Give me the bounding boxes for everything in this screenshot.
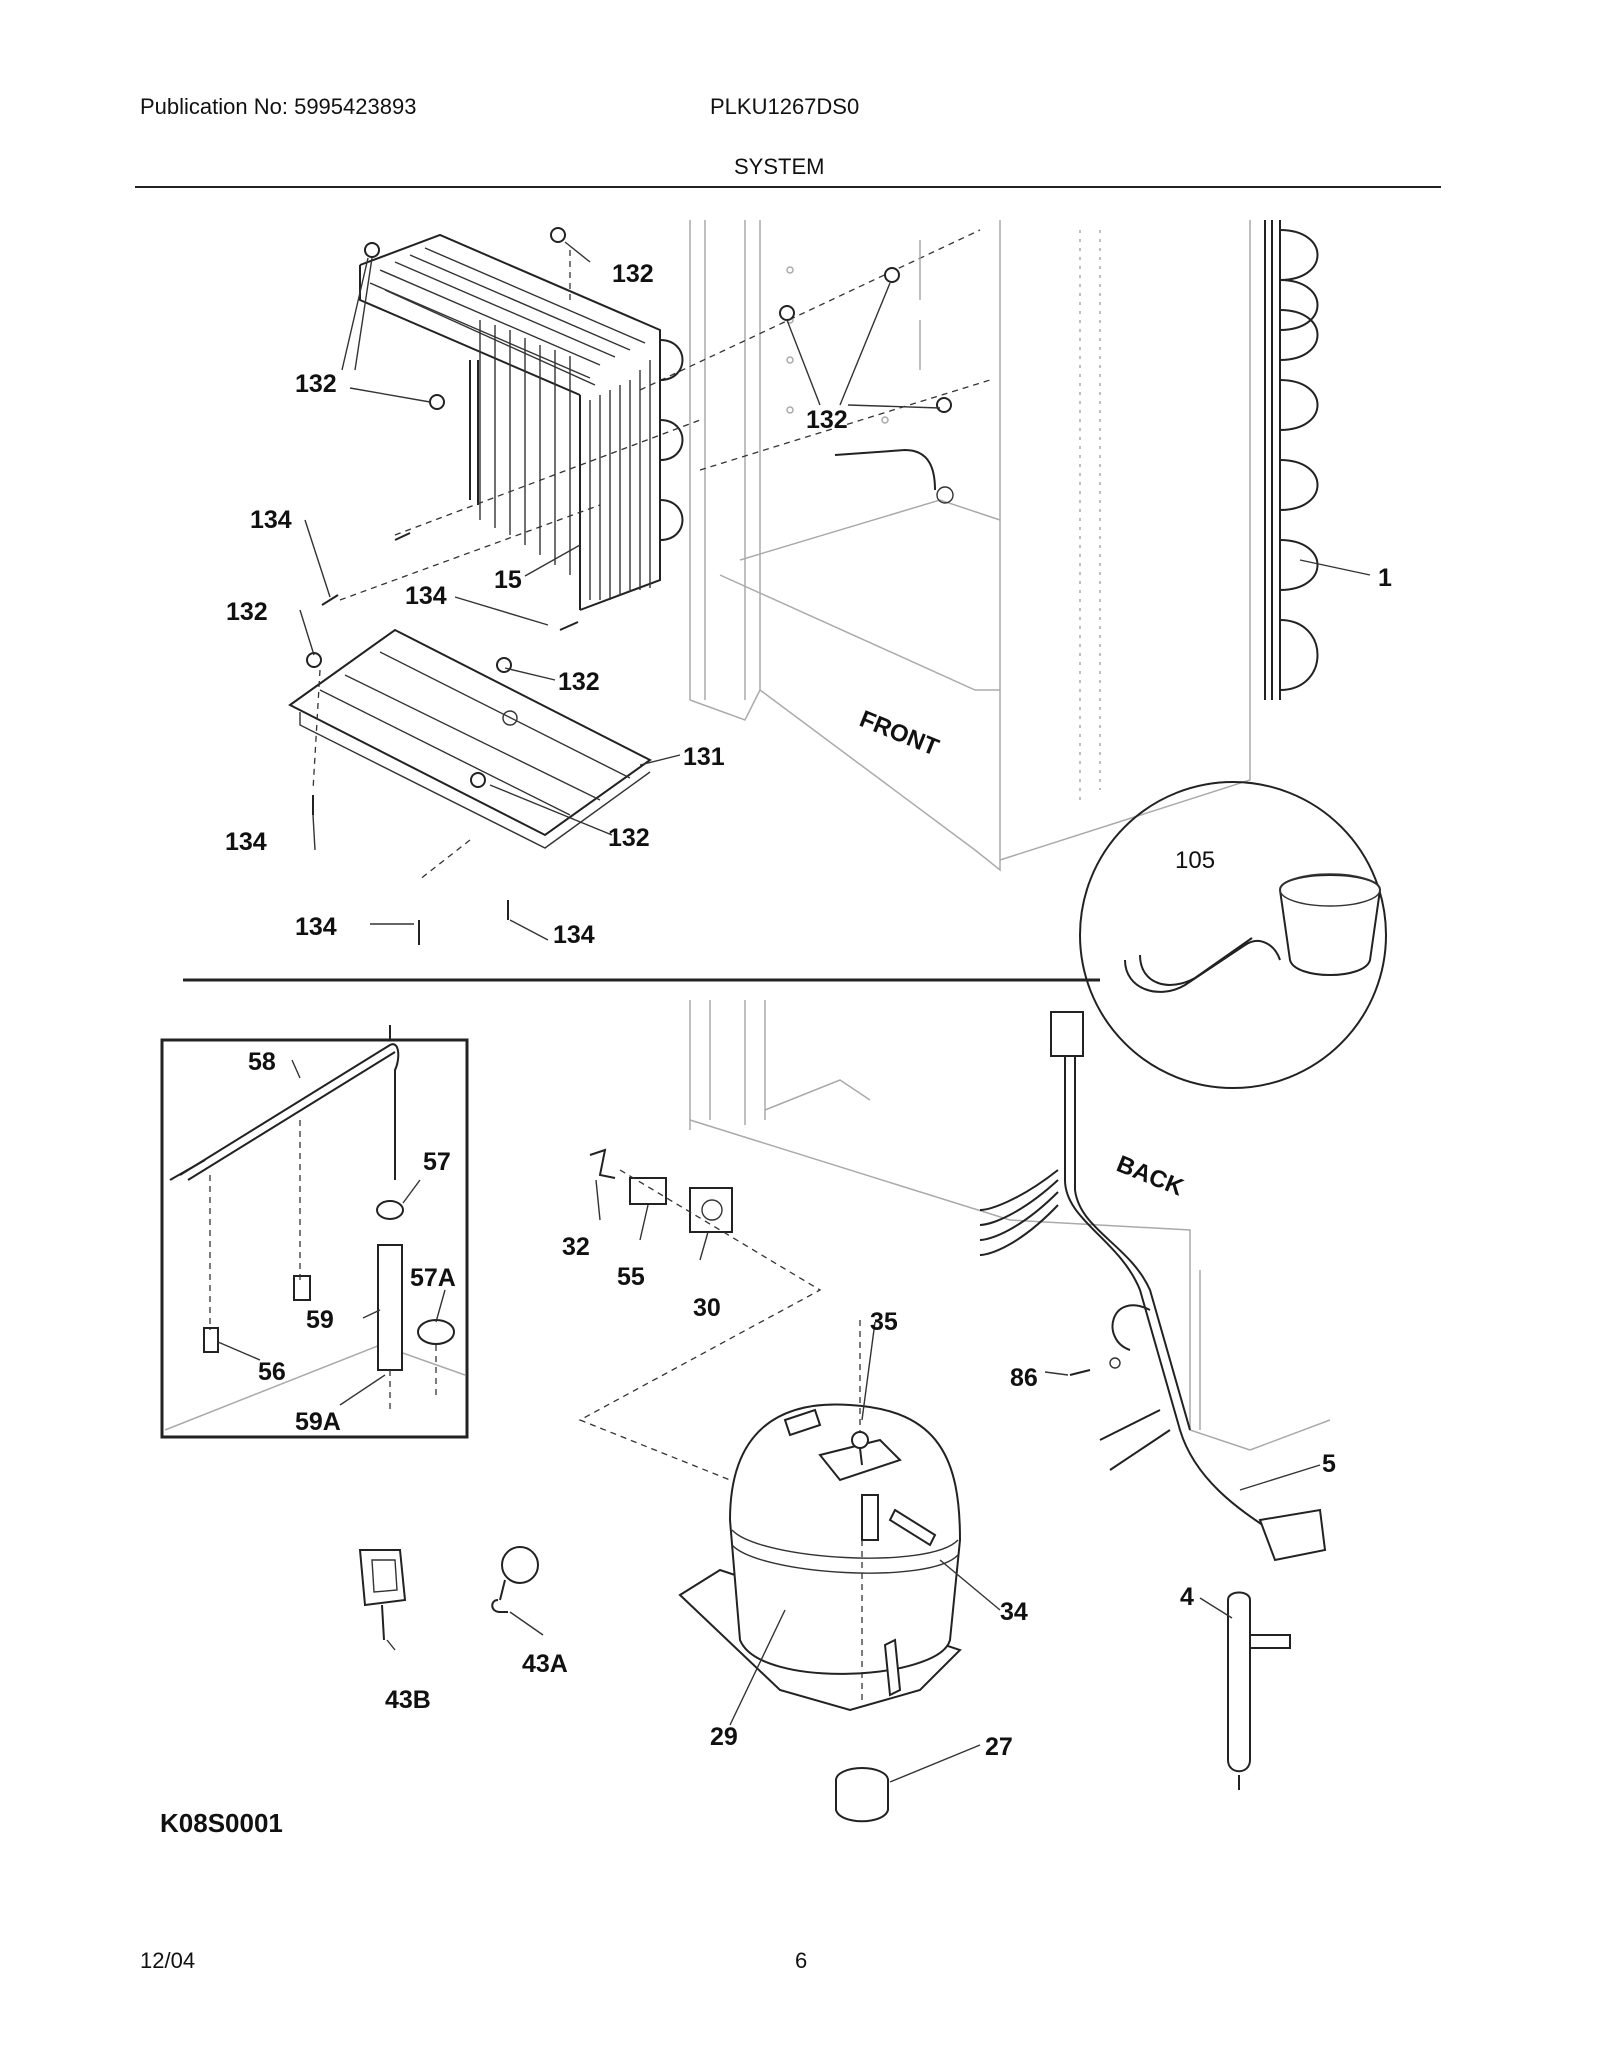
callout-15: 15: [494, 566, 522, 594]
section-title: SYSTEM: [734, 154, 825, 179]
back-marker: BACK: [1113, 1151, 1188, 1202]
header-rule: [135, 186, 1441, 188]
callout-35: 35: [870, 1308, 898, 1336]
drier-part: [1199, 1591, 1291, 1790]
callout-58: 58: [248, 1048, 276, 1076]
figure-code: K08S0001: [160, 1808, 283, 1838]
screw-134: [312, 532, 579, 945]
callout-134: 134: [553, 921, 595, 949]
callout-59: 59: [306, 1306, 334, 1334]
callout-4: 4: [1180, 1583, 1194, 1611]
condenser-coil-part: [1264, 220, 1319, 700]
relay-overload-parts: [578, 1148, 881, 1541]
top-leader-lines: [299, 241, 1371, 941]
cabinet-back: [689, 1000, 1331, 1451]
drain-pan-detail-circle: [1079, 781, 1387, 1089]
model-number: PLKU1267DS0: [710, 94, 860, 119]
evaporator-cover-plate-part: [288, 628, 652, 849]
publication-number: Publication No: 5995423893: [140, 94, 417, 119]
callout-132: 132: [226, 598, 268, 626]
callout-134: 134: [250, 506, 292, 534]
power-cord-part: [979, 1011, 1327, 1562]
callout-5: 5: [1322, 1450, 1336, 1478]
callout-43a: 43A: [522, 1650, 568, 1678]
screws-retainers: [306, 227, 954, 945]
evaporator-part: [359, 233, 684, 611]
retainer-132: [306, 227, 952, 788]
callout-56: 56: [258, 1358, 286, 1386]
page-number: 6: [795, 1948, 808, 1973]
callout-57: 57: [423, 1148, 451, 1176]
cabinet-interior: [639, 220, 1251, 872]
callout-34: 34: [1000, 1598, 1028, 1626]
front-marker: FRONT: [856, 706, 943, 762]
callout-132: 132: [806, 406, 848, 434]
callout-27: 27: [985, 1733, 1013, 1761]
drier-inset-box: [160, 1025, 469, 1439]
callout-59a: 59A: [295, 1408, 341, 1436]
callout-134: 134: [405, 582, 447, 610]
callout-134: 134: [225, 828, 267, 856]
compressor-part: [678, 1320, 1001, 1823]
callout-86: 86: [1010, 1364, 1038, 1392]
callout-55: 55: [617, 1263, 645, 1291]
callout-132: 132: [608, 824, 650, 852]
callout-29: 29: [710, 1723, 738, 1751]
footer-date: 12/04: [140, 1948, 196, 1973]
callout-43b: 43B: [385, 1686, 431, 1714]
callout-30: 30: [693, 1294, 721, 1322]
clips-43: [358, 1546, 544, 1651]
callout-132: 132: [295, 370, 337, 398]
callout-57a: 57A: [410, 1264, 456, 1292]
callout-105: 105: [1175, 847, 1215, 874]
callout-131: 131: [683, 743, 725, 771]
callout-132: 132: [612, 260, 654, 288]
callout-132: 132: [558, 668, 600, 696]
callout-134: 134: [295, 913, 337, 941]
callout-1: 1: [1378, 564, 1392, 592]
callout-32: 32: [562, 1233, 590, 1261]
